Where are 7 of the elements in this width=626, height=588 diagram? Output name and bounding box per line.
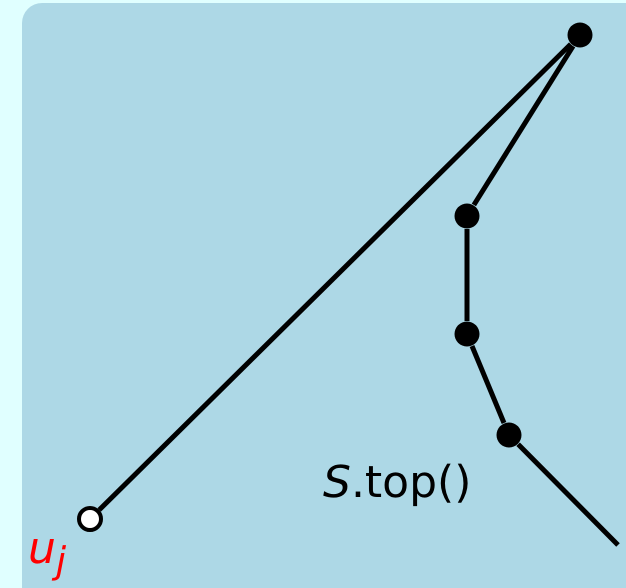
graph-edge [464,229,470,321]
graph-edge [470,345,506,424]
graph-edge [98,42,572,512]
vertex-label: u$_{j}$ [28,527,66,580]
vertex-label: S.top() [323,461,472,505]
graph-edge [472,44,576,206]
graph-edge [516,442,620,547]
